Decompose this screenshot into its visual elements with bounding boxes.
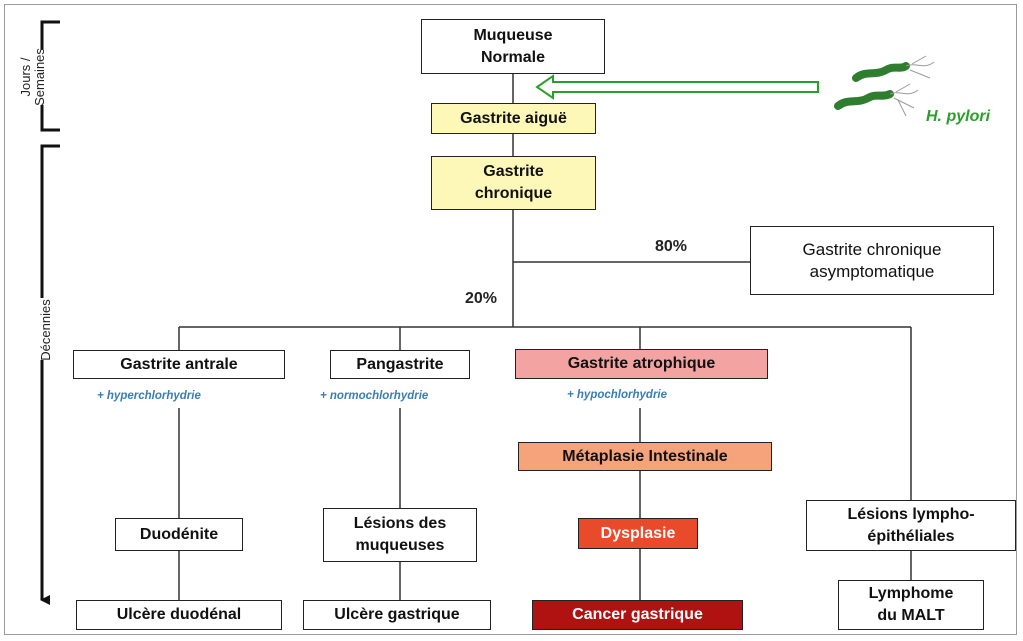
node-lesions-muqueuses: Lésions des muqueuses: [323, 508, 477, 562]
bacteria-icon: [834, 55, 935, 117]
node-duodenite: Duodénite: [115, 518, 243, 551]
node-pangastrite: Pangastrite: [330, 350, 470, 379]
node-metaplasie-intestinale: Métaplasie Intestinale: [518, 442, 772, 471]
node-lesions-lympho-epitheliales: Lésions lympho- épithéliales: [806, 500, 1016, 551]
timeline-label-days: Jours / Semaines: [18, 48, 47, 106]
percentage-80: 80%: [655, 238, 688, 255]
node-gastrite-aigue: Gastrite aiguë: [431, 103, 596, 134]
timeline-bracket: [40, 20, 60, 605]
hpylori-label: H. pylori: [926, 108, 991, 125]
node-dysplasie: Dysplasie: [578, 518, 698, 549]
diagram-frame: [4, 4, 1017, 635]
node-lymphome-malt: Lymphome du MALT: [838, 580, 984, 630]
node-ulcere-gastrique: Ulcère gastrique: [303, 600, 491, 630]
node-cancer-gastrique: Cancer gastrique: [532, 600, 743, 630]
hpylori-arrow: [535, 74, 819, 100]
node-gastrite-asymptomatique: Gastrite chronique asymptomatique: [750, 226, 994, 295]
node-gastrite-chronique: Gastrite chronique: [431, 156, 596, 210]
note-normochlorhydrie: + normochlorhydrie: [320, 390, 429, 402]
node-muqueuse-normale: Muqueuse Normale: [421, 19, 605, 74]
node-gastrite-atrophique: Gastrite atrophique: [515, 349, 768, 379]
percentage-20: 20%: [465, 290, 498, 307]
note-hyperchlorhydrie: + hyperchlorhydrie: [97, 390, 201, 402]
timeline-label-decades: Décennies: [38, 299, 53, 361]
node-gastrite-antrale: Gastrite antrale: [73, 350, 285, 379]
note-hypochlorhydrie: + hypochlorhydrie: [567, 389, 668, 401]
node-ulcere-duodenal: Ulcère duodénal: [76, 600, 282, 630]
